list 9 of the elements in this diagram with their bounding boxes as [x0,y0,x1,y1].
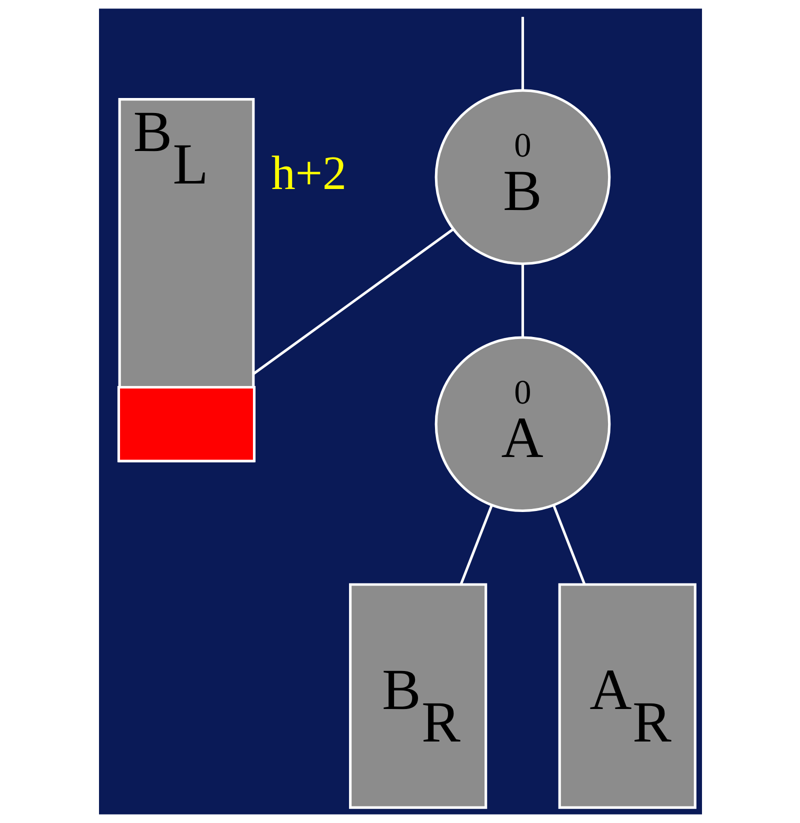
connector [459,505,492,585]
node-box [116,386,256,462]
label: h+2 [270,146,346,200]
connector [520,264,524,337]
connector [552,505,586,585]
node-circle: 0 A [434,336,610,512]
connector [252,228,454,375]
node-circle: 0 B [434,89,610,266]
connector [520,16,524,90]
